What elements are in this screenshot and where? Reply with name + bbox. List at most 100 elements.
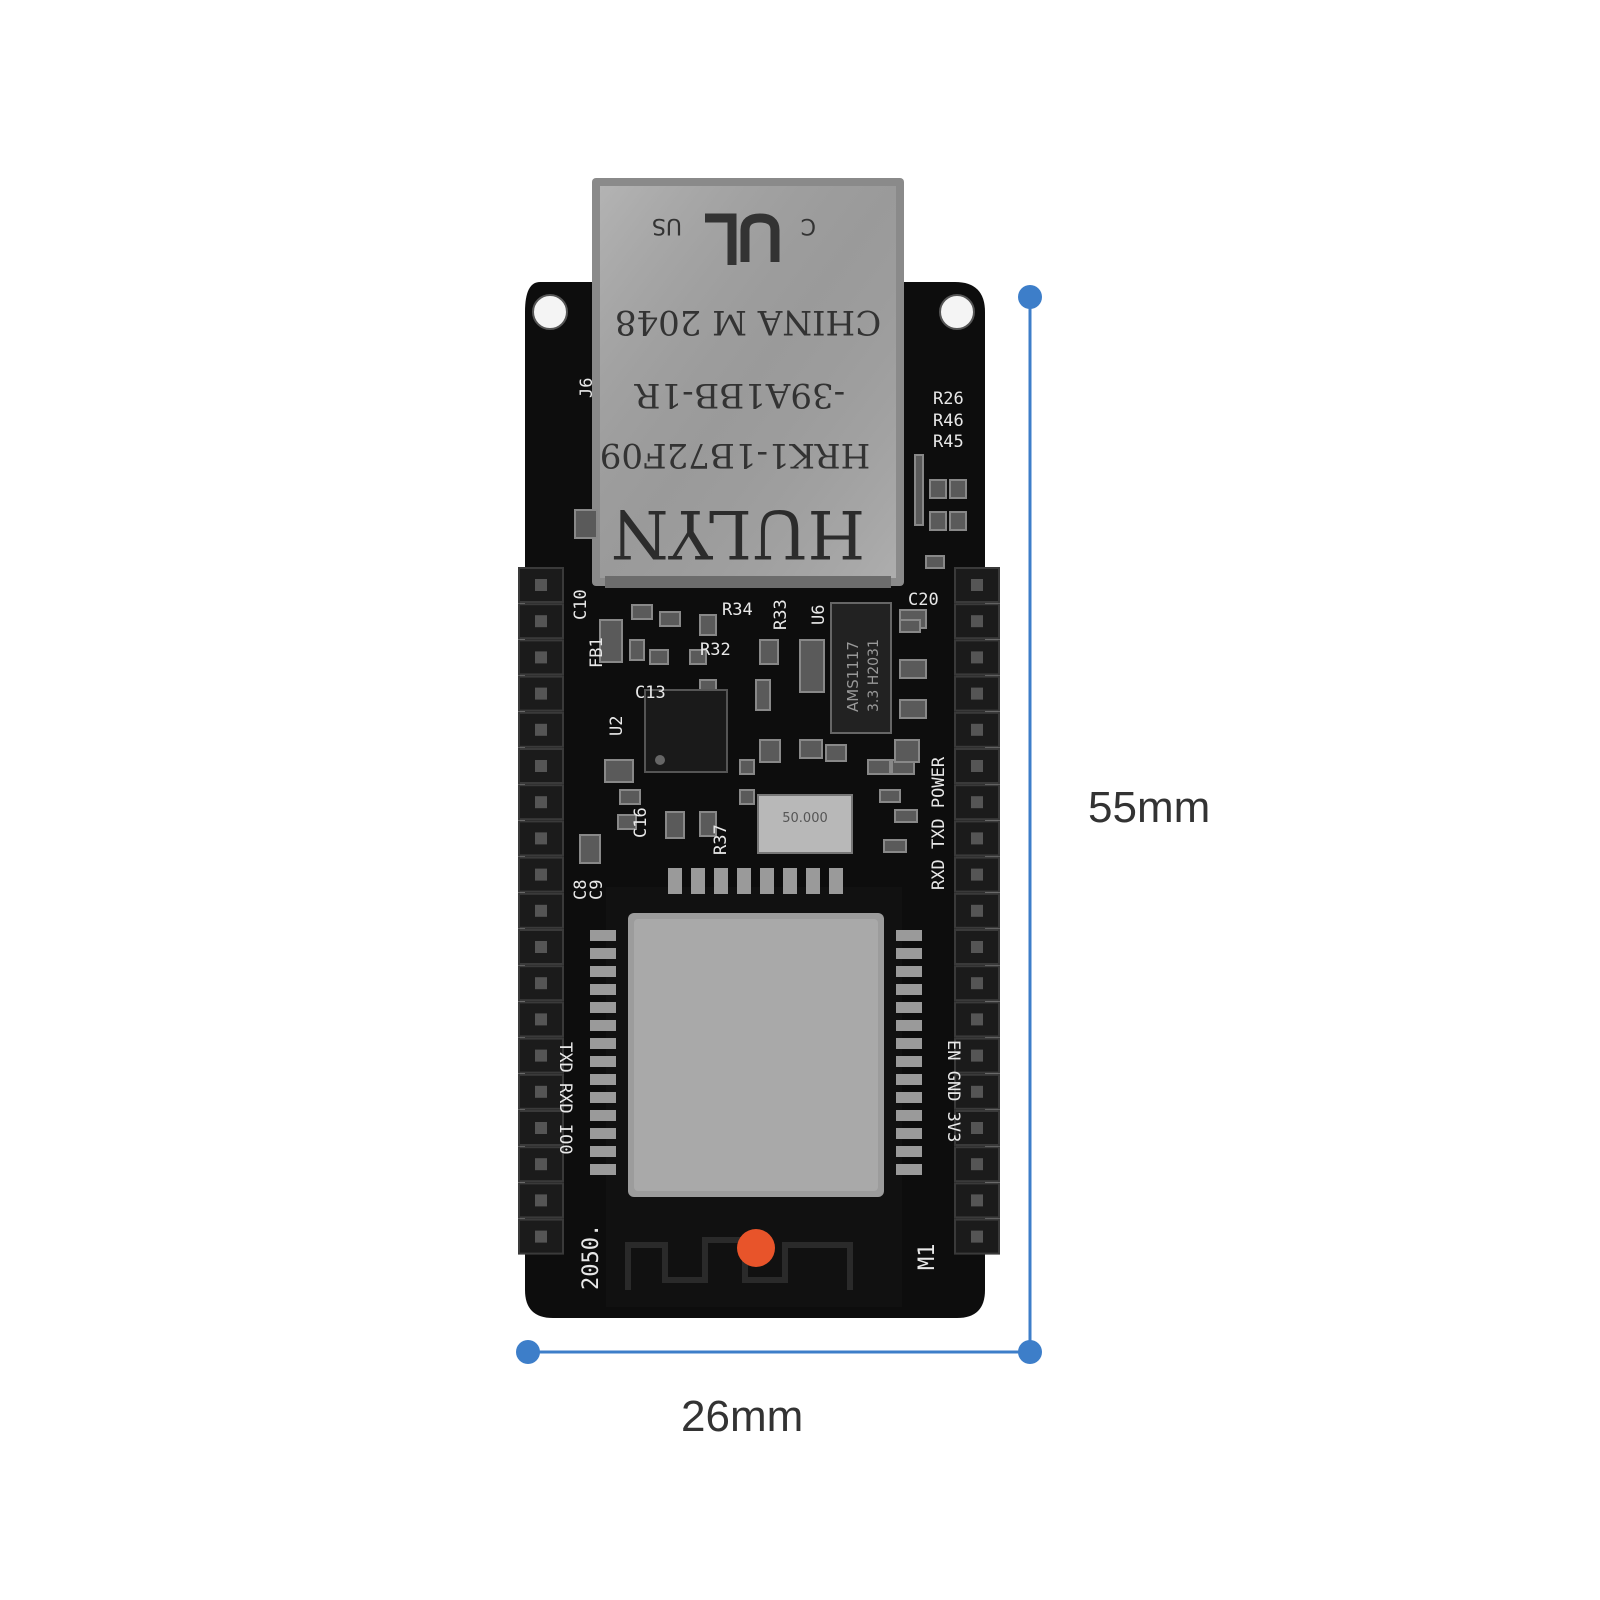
label-leds: RXD TXD POWER xyxy=(929,756,949,890)
module-pad xyxy=(590,984,616,995)
rj45-connector: C US CHINA M 2048 -39A1BB-1R HRK1-1B72F0… xyxy=(592,178,904,588)
label-r34: R34 xyxy=(722,600,753,620)
smd-component xyxy=(929,479,947,499)
module-pad xyxy=(737,868,751,894)
label-r37: R37 xyxy=(711,824,731,855)
smd-component xyxy=(689,649,707,665)
header-pin-hole xyxy=(971,615,983,628)
header-pin-hole xyxy=(535,687,547,700)
smd-component xyxy=(883,839,907,853)
smd-component xyxy=(925,555,945,569)
smd-component xyxy=(899,699,927,719)
header-pin-hole xyxy=(535,941,547,953)
label-c9: C9 xyxy=(587,880,607,900)
silkscreen-labels: J6 R26 R46 R45 C10 FB1 R34 R33 R32 C13 U… xyxy=(555,378,964,1290)
smd-component xyxy=(899,659,927,679)
rj45-line2: -39A1BB-1R xyxy=(633,375,845,415)
smd-component xyxy=(599,619,623,663)
smd-component xyxy=(759,639,779,665)
label-r32: R32 xyxy=(700,640,731,660)
label-r45: R45 xyxy=(933,432,964,452)
label-pins-right: EN GND 3V3 xyxy=(943,1040,963,1142)
header-pin-hole xyxy=(535,1085,547,1098)
label-c20: C20 xyxy=(908,590,939,610)
module-pad xyxy=(714,868,728,894)
smd-component xyxy=(629,639,645,661)
header-pin-hole xyxy=(971,868,983,881)
smd-component xyxy=(574,509,598,539)
module-pad xyxy=(896,1164,922,1175)
smd-component xyxy=(739,789,755,805)
header-pin xyxy=(954,856,1000,893)
module-pad xyxy=(896,1074,922,1085)
smd-component xyxy=(759,739,781,763)
smd-component xyxy=(825,744,847,762)
module-pad xyxy=(896,1146,922,1157)
header-pin-hole xyxy=(535,615,547,628)
smd-component xyxy=(799,739,823,759)
smd-component xyxy=(604,759,634,783)
pin-header-left xyxy=(518,567,564,1255)
smd-component xyxy=(755,679,771,711)
esp32-module xyxy=(590,868,922,1307)
smd-component xyxy=(929,511,947,531)
smd-component xyxy=(867,759,891,775)
header-pin-hole xyxy=(535,904,547,917)
header-pin-hole xyxy=(971,904,983,917)
label-c10: C10 xyxy=(571,589,591,620)
module-pad xyxy=(896,948,922,959)
module-pad xyxy=(760,868,774,894)
label-j6: J6 xyxy=(577,378,597,398)
rj45-line3: HRK1-1B72F09 xyxy=(600,435,871,475)
label-pins-left: TXD RXD IO0 xyxy=(555,1042,575,1155)
module-pad xyxy=(590,1128,616,1139)
module-pad xyxy=(896,966,922,977)
smd-components xyxy=(574,454,967,864)
module-pad xyxy=(829,868,843,894)
smd-component xyxy=(894,739,920,763)
label-c13: C13 xyxy=(635,683,666,703)
header-pin-hole xyxy=(971,1158,983,1171)
header-pin-hole xyxy=(971,977,983,990)
voltage-regulator: AMS1117 3.3 H2031 xyxy=(830,602,892,734)
smd-component xyxy=(649,649,669,665)
header-pin-hole xyxy=(971,1122,983,1134)
module-pad xyxy=(896,1056,922,1067)
rj45-cert-c: C xyxy=(801,213,816,238)
header-pin-hole xyxy=(535,1049,547,1062)
module-pad xyxy=(590,1020,616,1031)
header-pin-hole xyxy=(971,1085,983,1098)
smd-component xyxy=(631,604,653,620)
header-pin-hole xyxy=(535,1122,547,1134)
dimension-markers xyxy=(516,285,1042,1364)
header-pin-hole xyxy=(971,941,983,953)
module-pad xyxy=(590,1002,616,1013)
module-pad xyxy=(896,1092,922,1103)
header-pin-hole xyxy=(971,651,983,664)
module-pad xyxy=(783,868,797,894)
module-pad xyxy=(590,1146,616,1157)
smd-component xyxy=(914,454,924,526)
header-pin-hole xyxy=(535,1194,547,1207)
header-pin-hole xyxy=(971,579,983,591)
header-pin-hole xyxy=(535,723,547,736)
module-pad xyxy=(896,1128,922,1139)
smd-component xyxy=(665,811,685,839)
module-pad xyxy=(691,868,705,894)
rj45-cert-us: US xyxy=(652,213,682,238)
header-pin-hole xyxy=(535,796,547,809)
crystal-oscillator: 50.000 xyxy=(757,794,853,854)
smd-component xyxy=(879,789,901,803)
module-pad xyxy=(896,1020,922,1031)
height-dimension-top-dot xyxy=(1018,285,1042,309)
indicator-dot xyxy=(737,1229,775,1267)
smd-component xyxy=(949,511,967,531)
pin-header-right xyxy=(954,567,1000,1255)
label-r26: R26 xyxy=(933,389,964,409)
label-m1: M1 xyxy=(915,1244,940,1271)
module-pad xyxy=(896,1038,922,1049)
header-pin-hole xyxy=(971,1230,983,1243)
smd-component xyxy=(899,619,921,633)
module-pad xyxy=(590,1074,616,1085)
